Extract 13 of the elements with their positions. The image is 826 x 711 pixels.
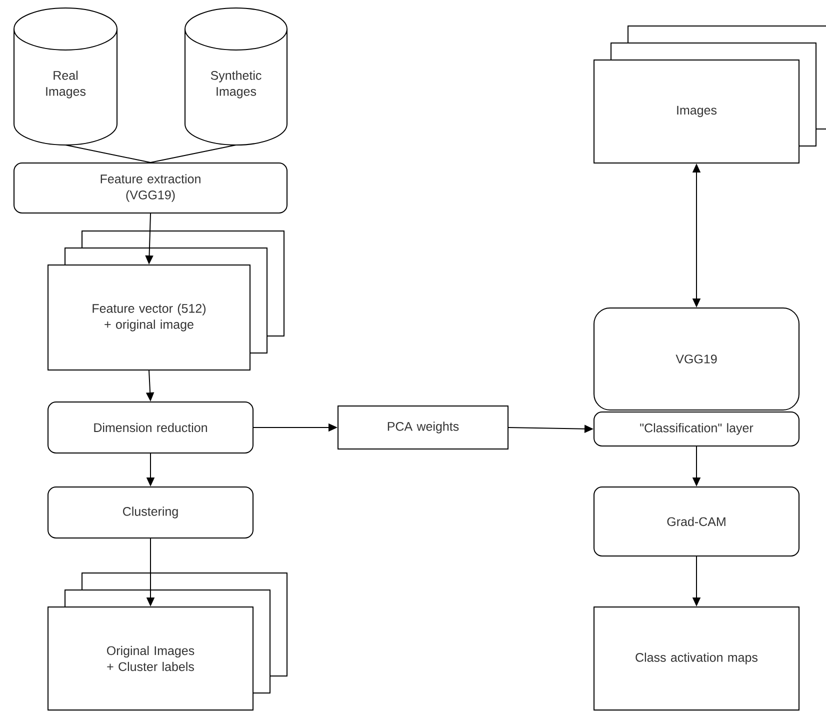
process-box: "Classification" layer — [594, 412, 800, 446]
process-box: VGG19 — [594, 308, 800, 410]
document-stack: Feature vector (512) + original image — [48, 230, 284, 370]
document-stack: Images — [594, 26, 826, 164]
process-box: Clustering — [48, 486, 254, 538]
database-cylinder: Real Images — [14, 8, 118, 146]
process-box: Feature extraction (VGG19) — [14, 162, 288, 214]
process-box: Grad-CAM — [594, 486, 800, 556]
data-box: PCA weights — [338, 406, 508, 450]
process-box: Dimension reduction — [48, 402, 254, 454]
document-stack: Original Images + Cluster labels — [48, 572, 288, 710]
data-box: Class activation maps — [594, 606, 800, 710]
database-cylinder: Synthetic Images — [184, 8, 288, 146]
